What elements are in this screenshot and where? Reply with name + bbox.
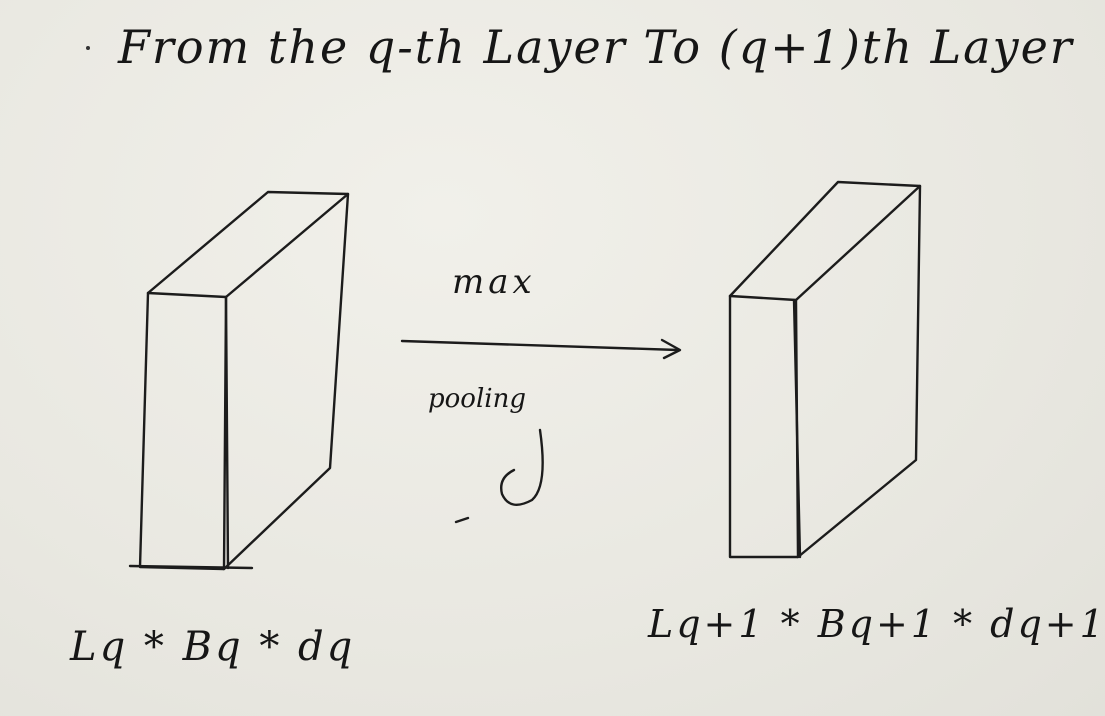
arrow-head (660, 338, 682, 360)
input-block-front-face (138, 291, 228, 571)
bullet-dot (86, 46, 90, 50)
operation-label-max: max (452, 262, 536, 302)
input-block (128, 190, 350, 571)
output-block-inner-line (792, 298, 802, 559)
input-block-side-face (222, 192, 350, 571)
pooling-squiggle (500, 428, 544, 506)
output-block-top-face (728, 180, 922, 302)
pooling-arrow (400, 338, 682, 360)
output-block-side-face (796, 184, 922, 559)
input-dimension-label: Lq * Bq * dq (70, 624, 356, 670)
input-block-base-line (128, 564, 254, 570)
output-dimension-label: Lq+1 * Bq+1 * dq+1 (648, 602, 1105, 646)
diagram-title: From the q-th Layer To (q+1)th Layer (118, 20, 1074, 74)
arrow-shaft (400, 339, 680, 352)
stray-mark (454, 516, 470, 524)
input-block-inner-line (224, 295, 230, 570)
input-block-top-face (146, 190, 350, 299)
operation-label-pooling: pooling (428, 384, 526, 414)
output-block (728, 180, 922, 559)
output-block-front-face (728, 294, 800, 559)
